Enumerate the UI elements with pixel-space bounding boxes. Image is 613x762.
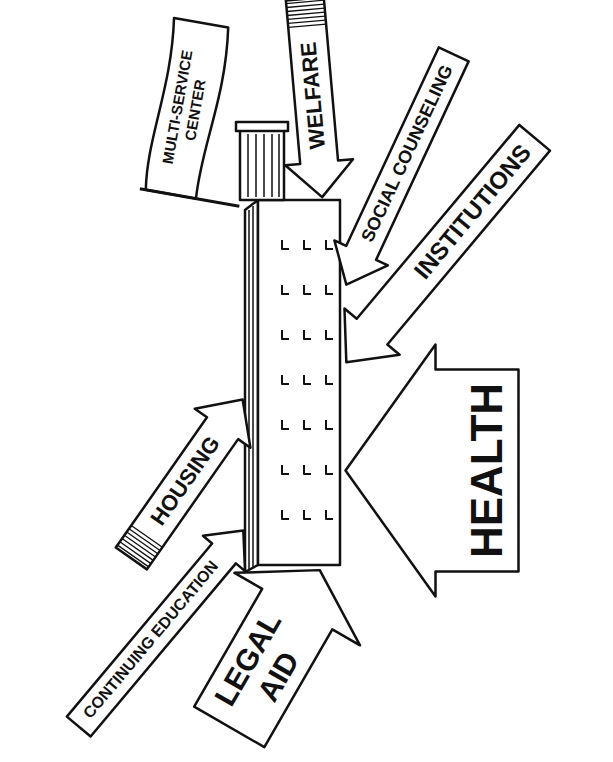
hatching [286,0,326,27]
hatch-line [127,532,158,554]
shape-fill [318,114,561,385]
hatch-line [132,526,163,548]
label-box: WELFARE [288,27,338,164]
hatching [118,526,163,567]
penthouse-roof [236,122,288,131]
shape-outline [271,0,356,200]
building-front [258,200,340,565]
shape-outline [345,344,518,596]
penthouse [240,130,284,200]
hatch-line [287,8,325,11]
shape-outline [318,114,561,385]
shape-fill [271,0,356,200]
label-box: HEALTH [455,369,518,571]
banner-text: MULTI-SERVICE CENTER [157,35,216,181]
building-windows [282,240,333,519]
building-side [245,200,258,572]
banner-flag: MULTI-SERVICE CENTER [140,17,232,199]
hatch-line [287,16,325,19]
arrow-label: HEALTH [461,382,512,557]
hatch-line [288,20,326,23]
arrow-label: INSTITUTIONS [408,139,536,284]
side-hatching [249,206,253,569]
shape-outline [104,380,271,578]
hatch-line [129,529,160,551]
arrow-label: HOUSING [146,432,226,531]
hatch-line [287,12,325,15]
label-box: HOUSING [133,418,238,545]
shape-fill [345,344,518,596]
penthouse-columns [248,134,279,197]
shape-fill [104,380,271,578]
hatch-line [288,24,326,27]
arrow-label: WELFARE [296,41,331,150]
hatch-line [286,4,324,7]
flag-pole [140,188,239,206]
arrow-box: HEALTH [345,344,518,596]
shape-fill [143,17,231,199]
arrow-label: LEGAL AID [206,602,322,733]
shape-outline [143,17,231,199]
